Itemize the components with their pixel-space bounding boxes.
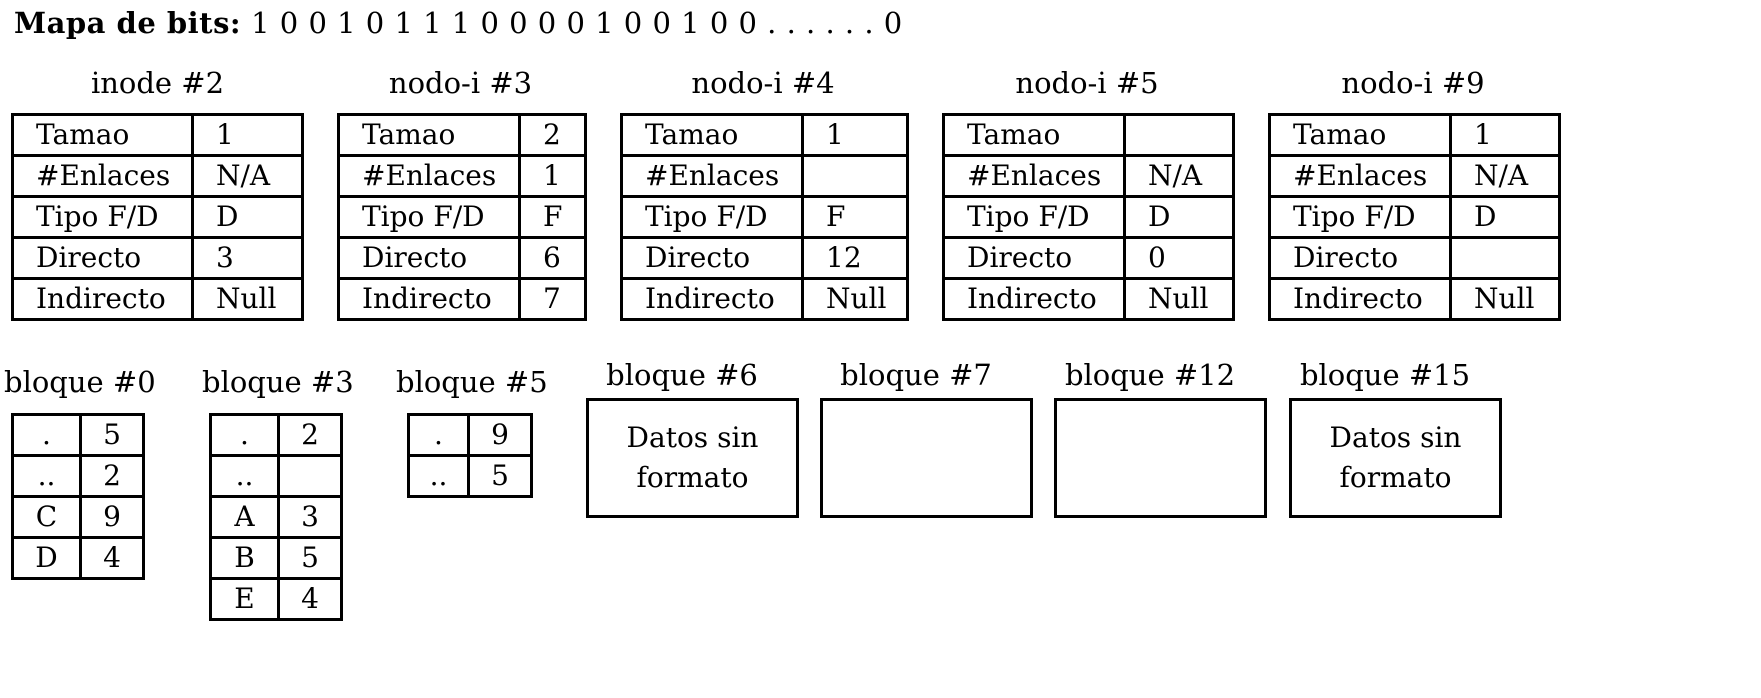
block-6-line1: Datos sin	[626, 421, 759, 454]
block-15-title: bloque #15	[1299, 358, 1471, 392]
table-row: .2	[209, 413, 343, 457]
block-15-line1: Datos sin	[1329, 421, 1462, 454]
block-6-title: bloque #6	[606, 358, 758, 392]
inode-4-title: nodo-i #4	[691, 66, 835, 100]
block-3-title: bloque #3	[202, 365, 354, 399]
inode-3-title: nodo-i #3	[388, 66, 533, 100]
block-7-box	[820, 398, 1033, 518]
block-7-title: bloque #7	[840, 358, 992, 392]
inode-5-title: nodo-i #5	[1015, 66, 1159, 100]
block-15-box: Datos sin formato	[1289, 398, 1502, 518]
table-row: #Enlaces	[620, 154, 909, 198]
table-row: .9	[407, 413, 533, 457]
table-row: ..	[209, 454, 343, 498]
block-15-line2: formato	[1339, 461, 1452, 494]
block-0-title: bloque #0	[4, 365, 156, 399]
block-6-line2: formato	[636, 461, 749, 494]
inode-9-title: nodo-i #9	[1341, 66, 1485, 100]
table-row: Tamao	[942, 113, 1235, 157]
inode-2-title: inode #2	[90, 66, 225, 100]
bitmap-line: Mapa de bits: 1 0 0 1 0 1 1 1 0 0 0 0 1 0…	[14, 6, 903, 40]
block-6-box: Datos sin formato	[586, 398, 799, 518]
table-row: .5	[11, 413, 145, 457]
block-5-table: .9 ..5	[407, 413, 533, 498]
block-5-title: bloque #5	[396, 365, 548, 399]
bitmap-label: Mapa de bits:	[14, 6, 242, 40]
bitmap-bits: 1 0 0 1 0 1 1 1 0 0 0 0 1 0 0 1 0 0 . . …	[251, 6, 903, 40]
table-row: ..2	[11, 454, 145, 498]
block-12-box	[1054, 398, 1267, 518]
table-row: ..5	[407, 454, 533, 498]
block-12-title: bloque #12	[1064, 358, 1236, 392]
table-row: Directo	[1268, 236, 1561, 280]
